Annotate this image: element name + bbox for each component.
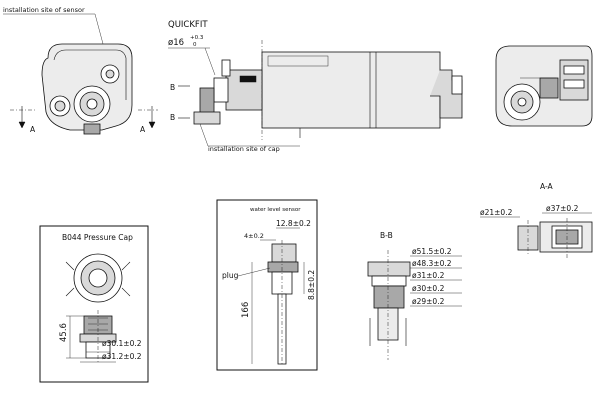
tank-side-rib	[267, 55, 329, 67]
bb-dim-5: ø29±0.2	[412, 297, 445, 306]
bb-collar	[367, 261, 411, 277]
quickfit-fitting	[213, 77, 229, 103]
front-mount-tab	[83, 123, 101, 135]
cap-stub	[193, 111, 221, 125]
bb-neck	[373, 285, 405, 309]
end-view	[495, 45, 593, 127]
side-view: QUICKFIT ø16 +0.3 0 B B installation sit…	[168, 20, 463, 153]
bb-dim-2: ø48.3±0.2	[412, 259, 452, 268]
aa-dim-right: ø37±0.2	[546, 204, 579, 213]
end-view-cap-center	[517, 97, 527, 107]
bb-groove	[371, 275, 407, 287]
pressure-cap-frame	[39, 225, 149, 383]
outlet-port-core	[54, 100, 66, 112]
sensor-length-dim: 166	[241, 302, 251, 318]
neck-band	[239, 75, 257, 83]
section-a-right-label: A	[140, 125, 146, 134]
sensor-connector	[267, 261, 299, 273]
aa-dim-left: ø21±0.2	[480, 208, 513, 217]
section-aa-title: A-A	[540, 182, 554, 191]
pressure-cap-panel: B044 Pressure Cap 45.6 ø30.1±0.2 ø31.2±0…	[39, 225, 149, 383]
tank-side-body	[261, 51, 441, 129]
end-view-marking-2	[563, 79, 585, 89]
end-view-neck	[539, 77, 559, 99]
level-sensor-panel: water level sensor 12.8±0.2 4±0.2 plug 1…	[216, 199, 318, 371]
cap-site-label: installation site of cap	[208, 145, 280, 153]
pressure-cap-title: B044 Pressure Cap	[62, 233, 133, 242]
level-sensor-title: water level sensor	[250, 207, 301, 213]
section-b-bottom-label: B	[170, 113, 175, 122]
section-aa-view: A-A ø21±0.2 ø37±0.2	[480, 182, 593, 258]
sensor-width-dim: 12.8±0.2	[276, 219, 311, 228]
tank-front-inner	[53, 49, 127, 100]
cap-dia-2: ø31.2±0.2	[102, 352, 142, 361]
cap-center	[86, 98, 98, 110]
cap-top-inner	[88, 268, 108, 288]
front-view: installation site of sensor A A	[3, 6, 158, 135]
cap-height-dim: 45.6	[59, 323, 69, 342]
bb-dim-1: ø51.5±0.2	[412, 247, 452, 256]
bb-dim-3: ø31±0.2	[412, 271, 445, 280]
end-fitting	[451, 75, 463, 95]
section-a-left-label: A	[30, 125, 36, 134]
sensor-site-label: installation site of sensor	[3, 6, 85, 14]
quickfit-label: QUICKFIT	[168, 20, 208, 30]
end-view-marking-1	[563, 65, 585, 75]
quickfit-tol-lower: 0	[193, 42, 197, 48]
bb-walls	[369, 318, 407, 346]
cap-top-lugs	[65, 261, 131, 297]
sensor-port-side	[221, 59, 231, 77]
bb-dim-4: ø30±0.2	[412, 284, 445, 293]
level-sensor-frame	[216, 199, 318, 371]
sensor-plug-leader	[237, 267, 271, 277]
sensor-height-dim: 8.8±0.2	[307, 270, 316, 300]
sensor-plug-label: plug	[222, 271, 239, 280]
section-b-top-label: B	[170, 83, 175, 92]
quickfit-leader	[204, 47, 216, 76]
sensor-plug-core	[105, 69, 115, 79]
cap-dia-1: ø30.1±0.2	[102, 339, 142, 348]
section-bb-view: B-B ø51.5±0.2 ø48.3±0.2 ø31±0.2 ø30±0.2 …	[367, 231, 462, 360]
quickfit-tol-upper: +0.3	[190, 35, 204, 41]
cap-site-leader	[199, 123, 209, 147]
sensor-head	[271, 243, 297, 263]
section-a-arrowhead-right	[148, 121, 156, 129]
quickfit-dim: ø16	[168, 38, 184, 48]
section-bb-title: B-B	[380, 231, 393, 240]
sensor-offset-dim: 4±0.2	[244, 232, 264, 240]
section-a-arrowhead-left	[18, 121, 26, 129]
